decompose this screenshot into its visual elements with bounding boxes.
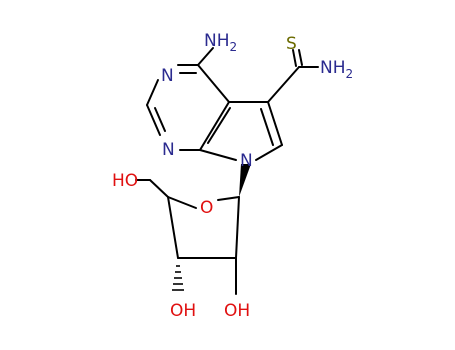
bond-c5-cs	[267, 66, 300, 103]
bond-c2-n1	[146, 104, 161, 136]
thio-s-label: S	[286, 34, 297, 54]
bond-c4-c5s	[149, 179, 169, 198]
bond-c1-o4	[217, 196, 240, 201]
ring-o-label: O	[200, 198, 213, 218]
bond-c5-c6	[267, 101, 283, 146]
ring-n-top-label: N	[161, 66, 174, 86]
ring-n-pyrrole-label: N	[240, 151, 253, 171]
hydroxyl-ch2-label: HO	[112, 171, 138, 191]
bond-c6-n7	[255, 144, 283, 161]
ring-n-bottom-label: N	[162, 140, 175, 160]
bond-c2-n1-inner	[154, 107, 166, 132]
bond-cs-s-a	[292, 49, 297, 67]
thioamide-label: NH2	[320, 58, 353, 81]
wedge-c4-ring	[165, 195, 171, 199]
bond-n3-c2	[146, 79, 159, 106]
wedge-c1-n7	[239, 164, 251, 197]
bond-c4-c3	[167, 196, 179, 259]
bonds	[135, 47, 319, 295]
bond-cs-s-b	[298, 49, 303, 66]
hydroxyl-3-label: OH	[170, 301, 196, 321]
bond-n7-c7a	[199, 149, 237, 161]
bond-c5-c6-inner	[260, 108, 274, 146]
hydroxyl-2-label: OH	[224, 301, 250, 321]
bond-c7a-c4a	[199, 101, 230, 151]
bond-c7a-c4a-inner	[207, 107, 231, 144]
bond-c2-c1	[235, 196, 240, 259]
amine-label: NH2	[204, 31, 237, 54]
bond-o4-c4	[167, 196, 197, 209]
bond-c4-c4a	[197, 64, 230, 103]
hash-c3-oh	[172, 265, 184, 291]
bond-c4-nh2	[197, 47, 214, 66]
